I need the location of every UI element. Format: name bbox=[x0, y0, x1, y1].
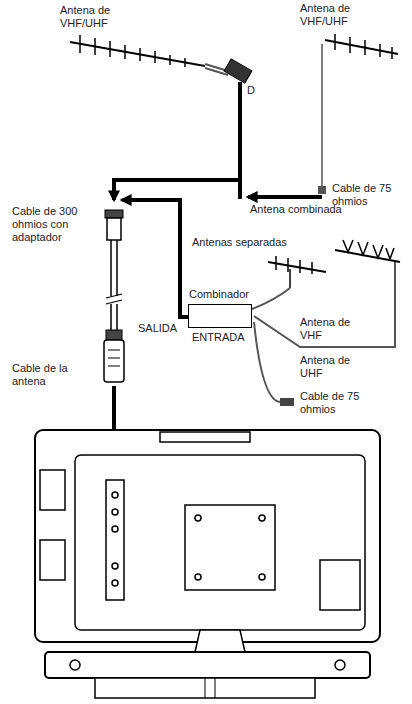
antennas-separate bbox=[252, 240, 400, 406]
node-heading: Combinador bbox=[189, 288, 249, 301]
tv-back bbox=[35, 430, 380, 698]
antenna-right bbox=[318, 34, 398, 194]
mode-label: Antenas separadas bbox=[192, 236, 287, 249]
cable-label: Cable de 75 ohmios bbox=[300, 390, 370, 416]
antenna-label: Antena de VHF/UHF bbox=[300, 2, 370, 28]
mode-label: Antena combinada bbox=[250, 203, 342, 216]
antenna-left bbox=[70, 35, 252, 83]
antenna-label: Antena de UHF bbox=[300, 354, 370, 380]
cable-label: Cable de 300 ohmios con adaptador bbox=[12, 205, 98, 244]
port-label: SALIDA bbox=[138, 322, 177, 335]
cable-adapter bbox=[104, 210, 124, 382]
combiner-box: Combinador bbox=[188, 304, 252, 328]
port-label: ENTRADA bbox=[192, 331, 245, 344]
part-letter: D bbox=[247, 84, 255, 97]
antenna-label: Antena de VHF/UHF bbox=[60, 4, 130, 30]
antenna-label: Antena de VHF bbox=[300, 316, 370, 342]
cable-label: Cable de la antena bbox=[12, 362, 92, 388]
